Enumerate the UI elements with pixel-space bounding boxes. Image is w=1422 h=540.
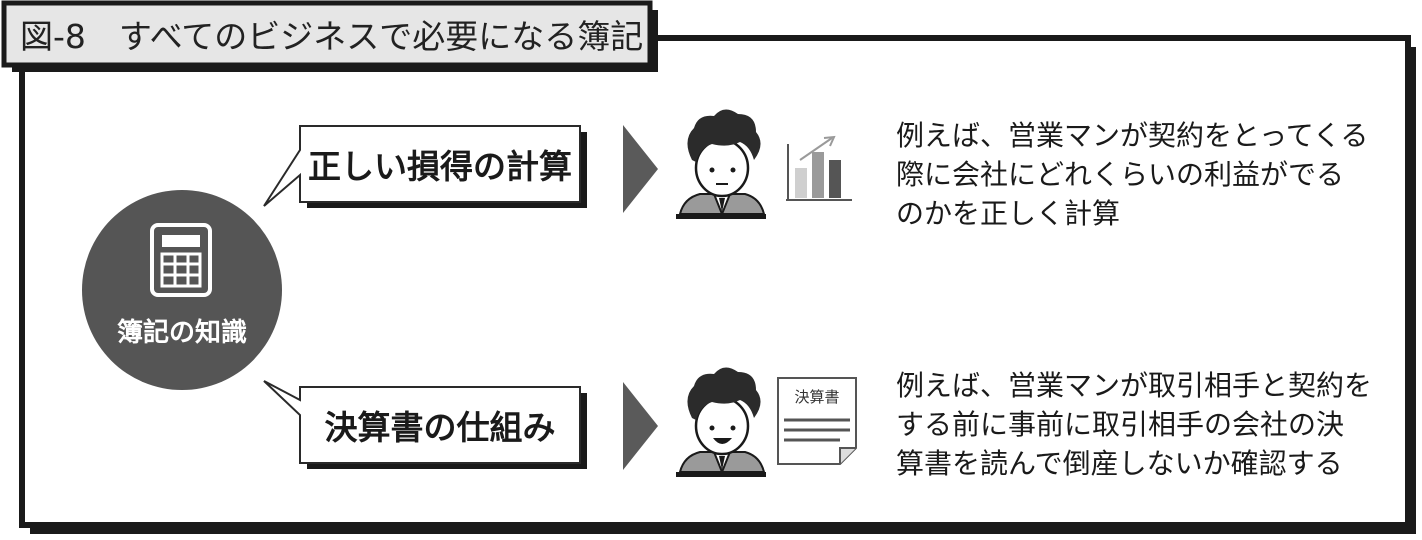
businessman-icon <box>676 109 766 219</box>
description-1-line-3: のかを正しく計算 <box>896 197 1121 230</box>
center-circle <box>82 190 282 390</box>
arrow-right-1 <box>623 125 658 213</box>
bubble-1-text: 正しい損得の計算 <box>308 147 572 186</box>
figure-title: 図-8 すべてのビジネスで必要になる簿記 <box>20 17 644 56</box>
center-label: 簿記の知識 <box>116 318 247 348</box>
bubble-1-shape <box>263 125 587 208</box>
description-2-line-3: 算書を読んで倒産しないか確認する <box>896 447 1343 480</box>
description-2-line-1: 例えば、営業マンが取引相手と契約を <box>896 369 1373 402</box>
document-icon <box>777 377 857 465</box>
description-1-line-1: 例えば、営業マンが契約をとってくる <box>896 119 1369 152</box>
calculator-icon <box>150 223 212 297</box>
arrow-right-2 <box>623 382 658 470</box>
bubble-2-shape <box>263 380 587 469</box>
description-1-line-2: 際に会社にどれくらいの利益がでる <box>896 158 1345 191</box>
businessman-smiling-icon <box>676 367 766 477</box>
description-1: 例えば、営業マンが契約をとってくる 際に会社にどれくらいの利益がでる のかを正し… <box>896 116 1368 233</box>
document-title: 決算書 <box>794 388 840 406</box>
description-2-line-2: する前に事前に取引相手の会社の決 <box>896 408 1345 441</box>
bar-chart-icon <box>786 135 852 201</box>
bubble-2-text: 決算書の仕組み <box>324 408 556 447</box>
title-tab <box>1 0 653 68</box>
description-2: 例えば、営業マンが取引相手と契約を する前に事前に取引相手の会社の決 算書を読ん… <box>896 366 1372 483</box>
